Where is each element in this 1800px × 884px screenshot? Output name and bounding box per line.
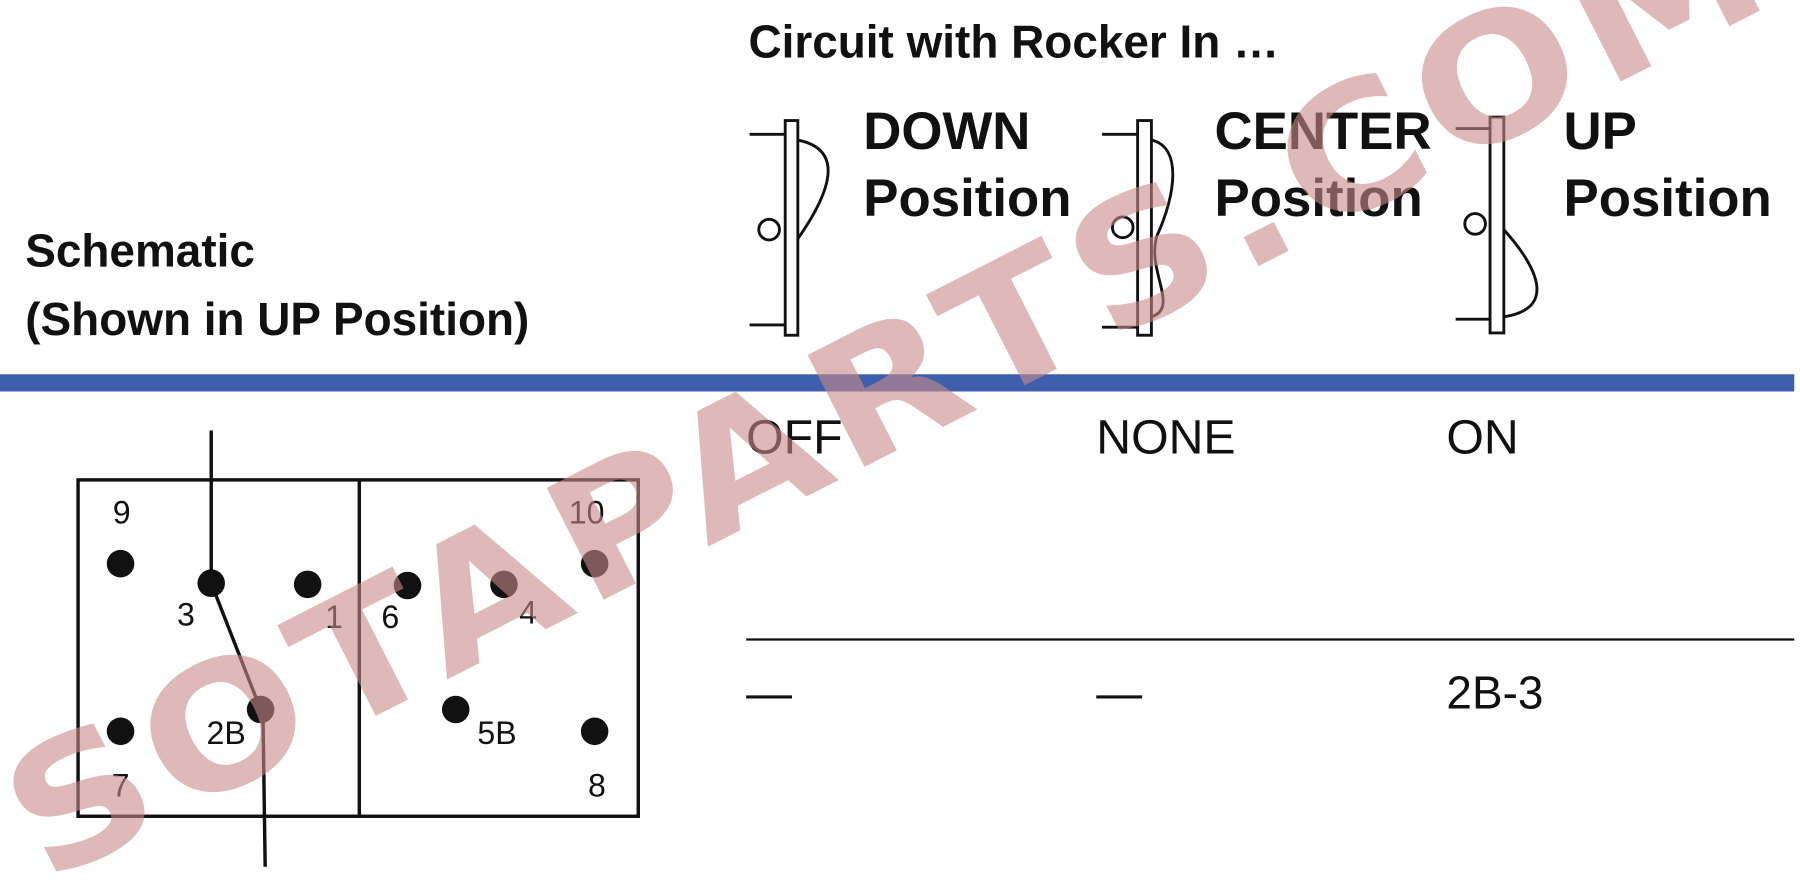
rocker-down-icon [749, 119, 830, 337]
terminal-2b-label: 2B [207, 715, 246, 751]
terminal-7-label: 7 [112, 768, 130, 804]
up-position-name: UP [1564, 102, 1637, 161]
terminal-4-label: 4 [519, 594, 537, 630]
terminal-2b-dot [246, 695, 275, 724]
up-state: ON [1446, 410, 1518, 464]
rocker-center-icon [1102, 119, 1175, 337]
up-connection: 2B-3 [1446, 666, 1543, 718]
terminal-9-label: 9 [113, 495, 131, 531]
terminal-8-dot [580, 717, 609, 746]
center-state: NONE [1096, 410, 1235, 464]
terminal-3-label: 3 [177, 597, 195, 633]
header-divider [0, 374, 1795, 392]
down-position-label: Position [863, 169, 1071, 228]
terminal-3-dot [197, 569, 225, 597]
terminal-6-label: 6 [381, 599, 399, 635]
terminal-10-label: 10 [569, 495, 605, 531]
switch-schematic: 9 3 1 6 4 10 7 2B 5B 8 [76, 430, 640, 867]
terminal-9-dot [106, 549, 135, 578]
terminal-10-dot [580, 549, 609, 578]
center-position-label: Position [1215, 169, 1423, 228]
down-position-name: DOWN [863, 102, 1030, 161]
terminal-1-dot [293, 570, 322, 599]
rocker-up-icon [1455, 115, 1539, 335]
schematic-title: Schematic [25, 224, 255, 276]
down-state: OFF [746, 410, 842, 464]
terminal-7-dot [106, 717, 135, 746]
terminal-6-dot [393, 571, 422, 600]
schematic-subtitle: (Shown in UP Position) [25, 293, 529, 345]
terminal-5b-dot [441, 695, 470, 724]
terminal-4-dot [490, 570, 518, 599]
terminal-5b-label: 5B [477, 715, 516, 751]
up-position-label: Position [1564, 169, 1772, 228]
center-connection: — [1096, 666, 1142, 718]
circuit-title: Circuit with Rocker In … [748, 15, 1279, 67]
terminal-8-label: 8 [588, 768, 606, 804]
center-position-name: CENTER [1215, 102, 1432, 161]
terminal-1-label: 1 [325, 599, 343, 635]
down-connection: — [746, 666, 792, 718]
